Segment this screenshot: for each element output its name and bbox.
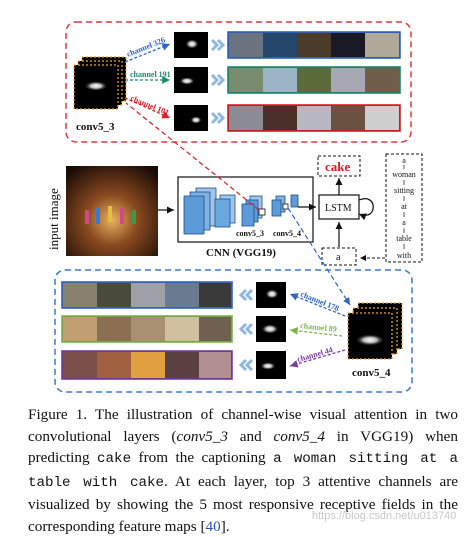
conv54-label: conv5_4 <box>352 367 391 379</box>
caption-word: woman <box>392 170 416 179</box>
lstm-box <box>318 194 360 220</box>
top-row-2-images <box>227 66 401 94</box>
top-chevrons <box>210 38 226 125</box>
bottom-panel-border <box>54 269 413 393</box>
caption-conv54-suffix: 5_4 <box>302 427 325 445</box>
channel-326-label: channel 326 <box>125 35 166 59</box>
caption-sequence-box <box>385 153 423 263</box>
bottom-activation-maps <box>256 282 286 379</box>
channel-44-label: channel 44 <box>296 345 334 364</box>
output-word-box <box>317 155 361 177</box>
bottom-row-3-images <box>61 350 233 380</box>
caption-text: Figure 1. The illustration of channel-wi… <box>28 406 458 445</box>
figure-diagram: conv5_3 channel 326 channel 191 channel … <box>46 21 423 393</box>
caption-text: and <box>227 427 274 445</box>
channel-89-arrow <box>289 327 343 337</box>
bottom-row-1-images <box>61 281 233 309</box>
channel-101-label: channel 101 <box>129 94 170 118</box>
caption-text: ]. <box>220 517 230 535</box>
top-row-3-images <box>227 104 401 132</box>
channel-101-arrow <box>124 97 171 119</box>
input-image-label: input image <box>46 188 61 250</box>
channel-44-arrow <box>289 349 346 368</box>
caption-word: with <box>397 251 411 260</box>
caption-conv53: conv <box>176 427 206 445</box>
cnn-conv54-label: conv5_4 <box>273 229 301 238</box>
bottom-row-2-images <box>61 315 233 343</box>
cnn-conv53-label: conv5_3 <box>236 229 264 238</box>
lstm-recurrent-loop <box>358 198 374 221</box>
lstm-label: LSTM <box>325 203 352 214</box>
cnn-title: CNN (VGG19) <box>206 247 276 259</box>
caption-text: from the captioning <box>131 449 274 466</box>
cnn-layers <box>183 187 299 235</box>
caption-word: a <box>402 218 406 227</box>
caption-word: table <box>396 234 412 243</box>
citation-link[interactable]: 40 <box>205 517 221 535</box>
input-word: a <box>336 252 341 263</box>
conv54-connector <box>287 207 351 306</box>
watermark: https://blog.csdn.net/u013740 <box>312 510 457 522</box>
output-word: cake <box>325 159 351 174</box>
caption-sequence: a woman sitting at a table with <box>392 156 416 260</box>
conv54-highlight <box>282 203 289 210</box>
top-row-1-images <box>227 31 401 59</box>
conv53-highlight <box>258 208 266 216</box>
caption-word: sitting <box>394 186 414 195</box>
caption-word: at <box>401 202 408 211</box>
channel-326-arrow <box>124 43 171 63</box>
channel-89-label: channel 89 <box>300 321 337 334</box>
conv54-feature-stack <box>347 302 403 360</box>
conv53-label: conv5_3 <box>76 121 115 133</box>
candles-decor <box>85 206 136 224</box>
top-panel-border <box>65 21 412 143</box>
conv53-connector <box>125 102 260 211</box>
caption-conv54: conv <box>273 427 303 445</box>
caption-word: a <box>402 156 406 165</box>
bottom-chevrons <box>238 288 254 372</box>
caption-text: in VGG19) when predicting <box>28 427 458 467</box>
input-word-box <box>321 247 357 266</box>
channel-178-label: channel 178 <box>299 290 340 314</box>
caption-conv53-suffix: 5_3 <box>205 427 228 445</box>
caption-cake-word: cake <box>97 451 132 467</box>
caption-text: . At each layer, top 3 attentive channel… <box>28 472 458 535</box>
caption-sentence: a woman sitting at a table with cake <box>28 451 458 491</box>
channel-191-label: channel 191 <box>130 70 171 79</box>
figure-caption: Figure 1. The illustration of channel-wi… <box>28 404 458 537</box>
conv53-feature-stack <box>73 56 127 110</box>
top-activation-maps <box>174 32 208 131</box>
